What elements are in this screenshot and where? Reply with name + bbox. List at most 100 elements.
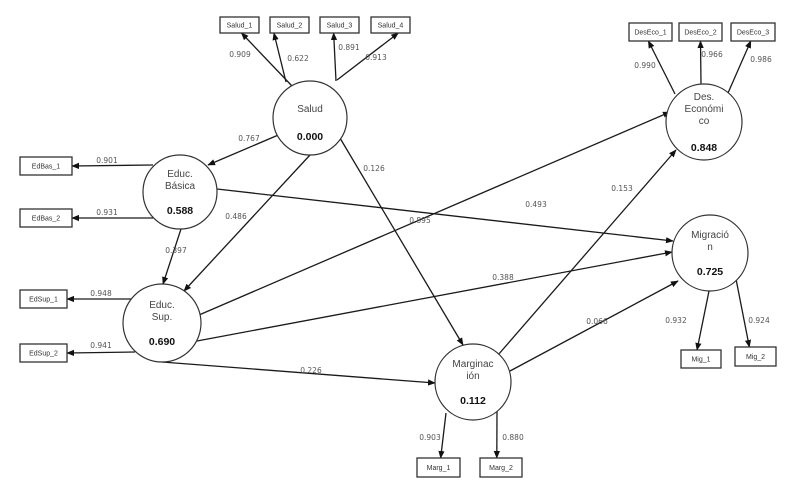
loading-value-salud_2: 0.622 [287, 54, 309, 63]
path-coefficient-salud-to-educ_sup: 0.486 [225, 212, 247, 221]
latent-name-des-eco-line-3: co [699, 116, 710, 127]
loading-value-marg_2: 0.880 [502, 433, 524, 442]
path-coefficient-marginacion-to-des_eco: 0.153 [611, 184, 633, 193]
latent-node-des-eco [665, 83, 743, 161]
indicator-box-marg_1 [416, 457, 461, 478]
latent-name-migracion-line-1: Migració [691, 230, 729, 241]
latent-node-educ-sup [122, 283, 202, 363]
indicator-box-edbas_1 [19, 156, 73, 176]
loading-arrow-deseco_2 [697, 40, 704, 85]
indicator-label-edsup_1: EdSup_1 [29, 297, 58, 304]
path-coefficient-marginacion-to-migracion: 0.066 [586, 317, 608, 326]
indicator-label-salud_1: Salud_1 [227, 23, 253, 30]
latent-name-migracion-line-2: n [707, 242, 713, 253]
latent-name-marginacion-line-1: Marginac [452, 359, 493, 370]
path-arrow-educ_basica-to-educ_sup [162, 228, 182, 285]
loading-arrow-marg_1 [438, 412, 447, 459]
latent-name-educ-basica-line-1: Educ. [167, 169, 193, 180]
indicator-label-edsup_2: EdSup_2 [29, 351, 58, 358]
loading-value-mig_1: 0.932 [665, 316, 687, 325]
path-arrow-salud-to-marginacion [336, 132, 464, 346]
loading-value-edbas_1: 0.901 [96, 156, 118, 165]
indicator-box-salud_2 [269, 16, 310, 34]
latent-r2-educ-basica: 0.588 [167, 205, 193, 217]
path-arrow-educ_sup-to-marginacion [161, 361, 436, 386]
indicator-box-mig_2 [734, 346, 777, 367]
latent-name-educ-sup-line-1: Educ. [149, 300, 175, 311]
loading-arrow-salud_4 [336, 32, 399, 81]
loading-arrow-salud_2 [272, 32, 287, 83]
path-arrow-salud-to-educ_basica [207, 132, 284, 166]
latent-r2-des-eco: 0.848 [691, 142, 717, 154]
latent-node-salud [272, 80, 348, 156]
indicator-box-edbas_2 [19, 208, 73, 228]
latent-name-des-eco-line-1: Des. [694, 92, 715, 103]
nodes-layer [19, 16, 777, 478]
latent-node-migracion [671, 214, 749, 292]
indicator-label-mig_2: Mig_2 [746, 354, 765, 361]
indicator-label-deseco_3: DesEco_3 [737, 30, 769, 37]
indicator-box-mig_1 [680, 349, 722, 369]
latent-name-educ-sup-line-2: Sup. [152, 312, 173, 323]
loading-value-edsup_1: 0.948 [90, 289, 112, 298]
indicator-label-marg_1: Marg_1 [427, 465, 451, 472]
loading-value-edbas_2: 0.931 [96, 208, 118, 217]
path-coefficient-educ_sup-to-des_eco: 0.895 [409, 216, 431, 225]
indicator-box-deseco_1 [628, 22, 673, 42]
loading-arrow-mig_1 [695, 290, 710, 351]
latent-name-educ-basica-line-2: Básica [165, 181, 195, 192]
latent-r2-migracion: 0.725 [697, 266, 723, 278]
path-arrow-educ_basica-to-migracion [216, 188, 674, 244]
loading-value-marg_1: 0.903 [419, 433, 441, 442]
path-arrow-educ_sup-to-migracion [196, 250, 673, 342]
indicator-box-salud_4 [370, 16, 411, 34]
latent-r2-educ-sup: 0.690 [149, 336, 175, 348]
path-coefficient-educ_sup-to-migracion: 0.388 [492, 273, 514, 282]
indicator-box-salud_3 [319, 16, 360, 34]
indicator-label-edbas_1: EdBas_1 [32, 164, 61, 171]
indicator-box-edsup_1 [19, 289, 68, 309]
indicator-box-salud_1 [219, 16, 260, 34]
indicator-box-marg_2 [479, 457, 523, 478]
path-coefficient-salud-to-marginacion: 0.126 [363, 164, 385, 173]
latent-name-des-eco-line-2: Económi [685, 104, 724, 115]
indicator-label-mig_1: Mig_1 [691, 357, 710, 364]
latent-r2-salud: 0.000 [297, 131, 323, 143]
path-coefficient-educ_basica-to-educ_sup: 0.397 [165, 246, 187, 255]
loading-value-edsup_2: 0.941 [90, 341, 112, 350]
indicator-label-deseco_1: DesEco_1 [634, 30, 666, 37]
path-coefficient-educ_sup-to-marginacion: 0.226 [300, 366, 322, 375]
loading-value-deseco_3: 0.986 [750, 55, 772, 64]
path-arrow-marginacion-to-migracion [509, 280, 679, 372]
loading-arrow-deseco_3 [727, 40, 752, 94]
latent-name-salud-line-1: Salud [297, 104, 323, 115]
loading-arrow-edsup_2 [66, 349, 136, 357]
indicator-box-edsup_2 [19, 343, 68, 363]
indicator-box-deseco_3 [730, 22, 776, 42]
loading-arrow-deseco_1 [647, 40, 676, 95]
path-coefficient-educ_basica-to-migracion: 0.493 [525, 200, 547, 209]
labels-layer: 0.7670.4860.1260.3970.4930.8950.3880.226… [29, 23, 772, 473]
indicator-label-deseco_2: DesEco_2 [684, 30, 716, 37]
loading-value-deseco_1: 0.990 [634, 61, 656, 70]
indicator-label-salud_3: Salud_3 [327, 23, 353, 30]
indicator-label-marg_2: Marg_2 [489, 465, 513, 472]
loading-value-salud_3: 0.891 [338, 43, 360, 52]
latent-name-marginacion-line-2: ión [466, 371, 479, 382]
loading-value-salud_4: 0.913 [365, 53, 387, 62]
path-arrow-salud-to-educ_sup [183, 154, 311, 292]
indicator-box-deseco_2 [678, 22, 723, 42]
loading-arrow-edbas_1 [71, 162, 154, 170]
indicator-label-edbas_2: EdBas_2 [32, 216, 61, 223]
indicator-label-salud_4: Salud_4 [378, 23, 404, 30]
latent-node-marginacion [434, 343, 512, 421]
latent-node-educ-basica [142, 154, 218, 230]
edges-layer [66, 32, 752, 459]
path-arrow-educ_sup-to-des_eco [198, 111, 671, 316]
loading-value-deseco_2: 0.966 [701, 50, 723, 59]
loading-arrow-mig_2 [735, 278, 752, 348]
loading-value-mig_2: 0.924 [748, 316, 770, 325]
latent-r2-marginacion: 0.112 [460, 395, 486, 407]
loading-arrow-salud_1 [240, 32, 293, 87]
